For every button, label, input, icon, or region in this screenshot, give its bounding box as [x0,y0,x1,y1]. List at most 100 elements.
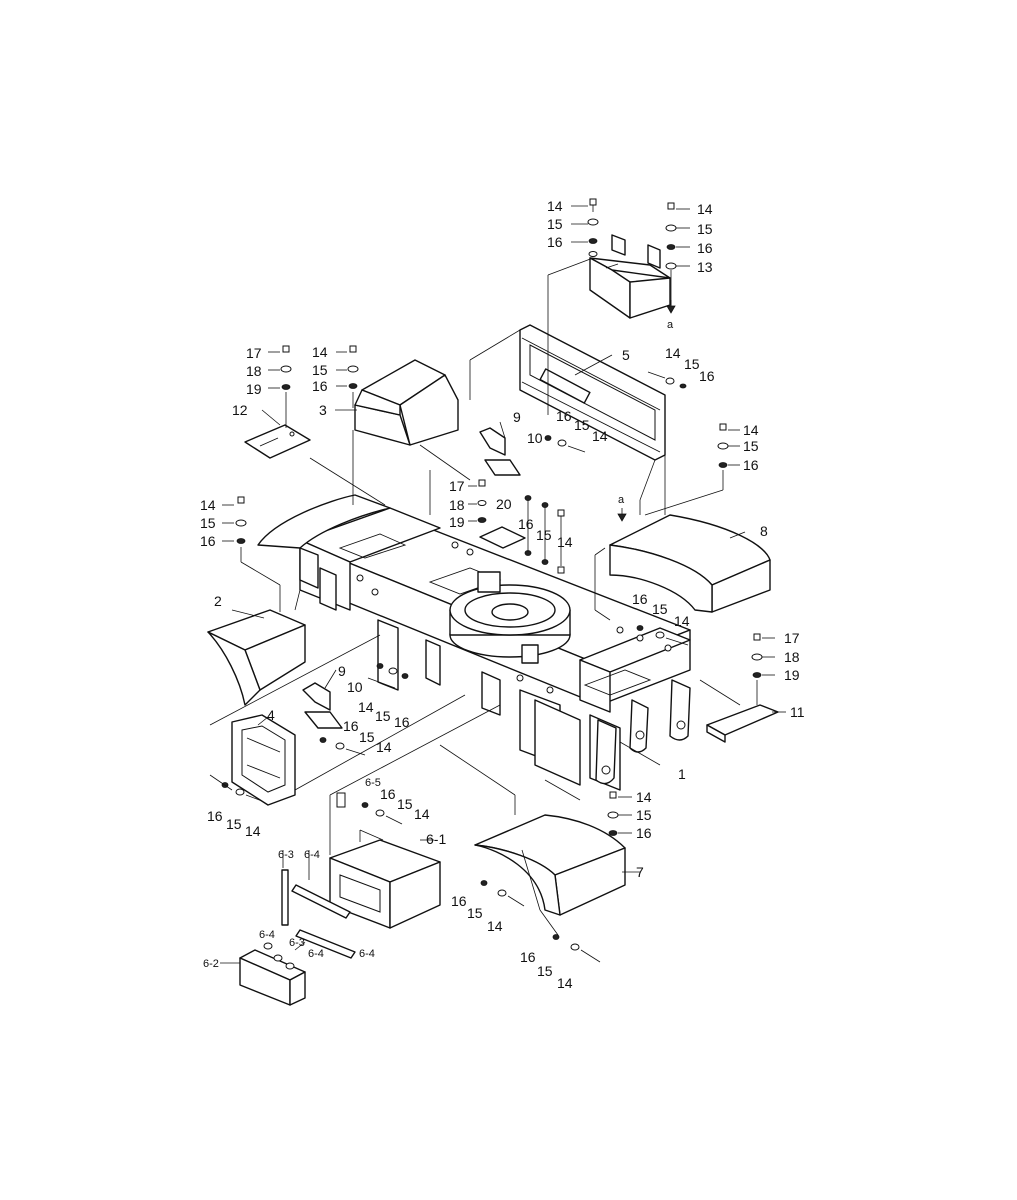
label-16: 16 [636,825,652,841]
label-16: 16 [343,718,359,734]
label-15: 15 [226,816,242,832]
label-10: 10 [347,679,363,695]
label-17: 17 [784,630,800,646]
label-13: 13 [697,259,713,275]
label-9: 9 [338,663,346,679]
label-6-3: 6-3 [278,849,294,861]
label-15: 15 [200,515,216,531]
label-5: 5 [622,347,630,363]
label-16: 16 [547,234,563,250]
part-5-ladder [519,324,666,461]
label-14: 14 [547,198,563,214]
label-12: 12 [232,402,248,418]
label-a: a [667,319,674,331]
part-4-ladder [231,714,296,806]
label-14: 14 [557,975,573,991]
label-19: 19 [784,667,800,683]
label-14: 14 [665,345,681,361]
label-15: 15 [652,601,668,617]
label-19: 19 [449,514,465,530]
label-6-3: 6-3 [289,937,305,949]
label-14: 14 [414,806,430,822]
label-14: 14 [743,422,759,438]
label-8: 8 [760,523,768,539]
part-9-bracket-upper [479,427,521,476]
label-16: 16 [312,378,328,394]
label-14: 14 [358,699,374,715]
label-15: 15 [359,729,375,745]
label-10: 10 [527,430,543,446]
label-a: a [618,494,625,506]
label-9: 9 [513,409,521,425]
label-14: 14 [674,613,690,629]
label-4: 4 [267,707,275,723]
label-14: 14 [376,739,392,755]
label-14: 14 [592,428,608,444]
part-8-fender [609,514,771,613]
label-15: 15 [636,807,652,823]
label-16: 16 [743,457,759,473]
label-15: 15 [697,221,713,237]
part-2-cover [207,609,306,706]
label-19: 19 [246,381,262,397]
label-14: 14 [312,344,328,360]
label-14: 14 [245,823,261,839]
label-14: 14 [697,201,713,217]
label-17: 17 [449,478,465,494]
label-16: 16 [200,533,216,549]
reference-marker-a [617,300,676,522]
label-16: 16 [451,893,467,909]
label-15: 15 [574,417,590,433]
label-3: 3 [319,402,327,418]
label-16: 16 [697,240,713,256]
part-3-cover [354,359,459,446]
label-18: 18 [246,363,262,379]
label-15: 15 [547,216,563,232]
part-6-2-plate [239,949,306,1006]
label-1: 1 [678,766,686,782]
label-18: 18 [784,649,800,665]
label-15: 15 [397,796,413,812]
label-15: 15 [312,362,328,378]
label-14: 14 [487,918,503,934]
part-6-3-bar [281,869,356,959]
part-7-fender [474,814,626,916]
label-16: 16 [394,714,410,730]
label-14: 14 [636,789,652,805]
callout-leaders [220,263,786,964]
label-6-4: 6-4 [304,849,320,861]
part-9-bracket-lower [302,682,343,729]
swing-ring [449,571,571,664]
label-15: 15 [467,905,483,921]
label-16: 16 [518,516,534,532]
label-11: 11 [790,704,805,720]
part-20-plate [479,526,526,549]
label-6-4: 6-4 [308,948,324,960]
label-15: 15 [375,708,391,724]
label-15: 15 [743,438,759,454]
label-16: 16 [556,408,572,424]
label-16: 16 [207,808,223,824]
label-6-4: 6-4 [259,929,275,941]
label-15: 15 [684,356,700,372]
label-17: 17 [246,345,262,361]
label-7: 7 [636,864,644,880]
left-front-fender [257,494,391,589]
label-16: 16 [380,786,396,802]
hardware [221,198,775,970]
label-6-4: 6-4 [359,948,375,960]
part-11-plate [706,704,779,743]
part-12-plate [244,424,311,459]
label-20: 20 [496,496,512,512]
label-16: 16 [632,591,648,607]
label-16: 16 [699,368,715,384]
label-18: 18 [449,497,465,513]
label-14: 14 [200,497,216,513]
part-13-tray [589,234,671,319]
label-16: 16 [520,949,536,965]
label-15: 15 [537,963,553,979]
label-6-2: 6-2 [203,958,219,970]
label-2: 2 [214,593,222,609]
labels: 14 15 16 14 15 16 13 a 5 14 15 16 16 15 … [200,198,805,991]
